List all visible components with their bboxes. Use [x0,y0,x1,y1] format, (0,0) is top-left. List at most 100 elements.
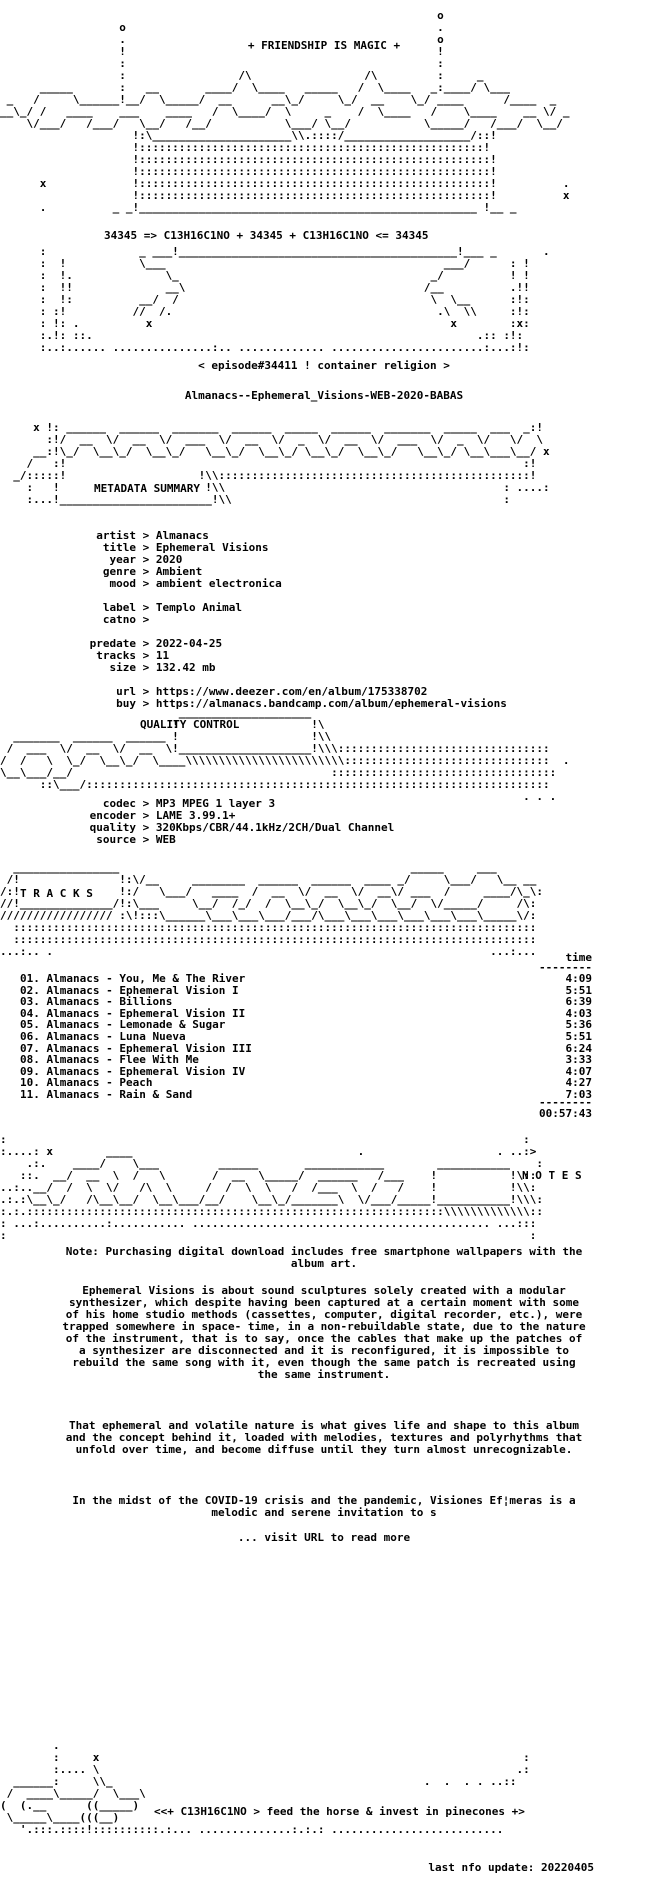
info-separator: > [136,577,156,590]
track-number: 07. [20,1041,40,1055]
info-row: genre > Ambient [0,566,648,578]
track-artist: Almanacs [46,1076,100,1090]
tracks-total-time: 00:57:43 [539,1107,592,1120]
track-title: Billions [119,995,173,1009]
info-key: source [96,833,136,846]
track-time: 3:33 [565,1053,593,1067]
info-row: tracks > 11 [0,650,648,662]
info-separator: > [136,613,156,626]
info-value: 11 [155,649,170,662]
info-value: https://www.deezer.com/en/album/17533870… [155,685,428,698]
track-time: 5:51 [565,983,593,997]
info-key: catno [102,613,136,626]
footer-tagline: <<+ C13H16C1NO > feed the horse & invest… [154,1805,525,1818]
track-title: Ephemeral Vision II [119,1006,246,1020]
track-number: 01. [20,972,40,985]
track-time: 5:51 [565,1030,593,1043]
info-separator: > [136,565,156,578]
episode-line: < episode#34411 ! container religion > [198,359,450,372]
info-row: url > https://www.deezer.com/en/album/17… [0,686,648,698]
footer-ascii-art: . : x : :.... \ .: ______: \\_ [0,1739,530,1836]
track-artist: Almanacs [46,1018,100,1032]
track-artist: Almanacs [46,1006,100,1020]
info-row: year > 2020 [0,554,648,566]
info-row: source > WEB [0,834,648,846]
info-value: Ambient [155,565,203,578]
info-separator: > [136,661,156,674]
info-row: predate > 2022-04-25 [0,638,648,650]
track-separator: - [99,1053,120,1067]
track-time: 4:27 [565,1076,593,1090]
info-value: https://almanacs.bandcamp.com/album/ephe… [155,697,507,710]
info-separator: > [136,821,156,834]
header-formula: 34345 => C13H16C1NO + 34345 + C13H16C1NO… [104,229,429,242]
track-number: 06. [20,1030,40,1043]
notes-ascii-art: : : :....: x ____ . . ..:> .:. ____/ \__… [0,1133,544,1242]
info-separator: > [136,601,156,614]
header-ascii-art: o o . . o ! [0,9,570,214]
track-time: 7:03 [565,1088,593,1101]
notes-purchase: Note: Purchasing digital download includ… [65,1245,583,1270]
info-key: size [109,661,137,674]
track-title: Peach [119,1076,153,1090]
info-value: ambient electronica [155,577,282,590]
info-value: Almanacs [155,529,209,542]
info-row: encoder > LAME 3.99.1+ [0,810,648,822]
info-key: title [102,541,136,554]
track-time: 4:03 [565,1006,593,1020]
notes-paragraph-2: That ephemeral and volatile nature is wh… [65,1419,583,1456]
info-separator: > [136,649,156,662]
track-title: Ephemeral Vision III [119,1041,252,1055]
info-key: label [102,601,136,614]
track-title: Rain & Sand [119,1088,193,1101]
track-separator: - [99,983,120,997]
metadata-ascii-art: x !: ______ ______ _______ ______ _____ … [13,421,550,506]
tracks-header-rule: -------- [539,961,592,974]
info-key: year [109,553,137,566]
track-title: Ephemeral Vision I [119,983,239,997]
track-title: Luna Nueva [119,1030,186,1043]
info-separator: > [136,541,156,554]
release-name: Almanacs--Ephemeral_Visions-WEB-2020-BAB… [184,389,464,402]
quality-section-title: QUALITY CONTROL [140,718,240,731]
info-key: codec [102,797,136,810]
track-number: 08. [20,1053,40,1067]
tracks-total-rule: -------- [539,1096,592,1109]
track-time: 6:24 [565,1041,593,1055]
info-row: artist > Almanacs [0,530,648,542]
info-key: mood [109,577,137,590]
info-key: quality [89,821,136,834]
info-separator: > [136,553,156,566]
track-separator: - [99,1041,120,1055]
info-row: label > Templo Animal [0,602,648,614]
tracks-ascii-art: ________________ _____ ___ /! !:\/__ ___… [0,861,544,958]
notes-section-title: N O T E S [522,1169,582,1182]
footer-update: last nfo update: 20220405 [428,1861,594,1874]
track-separator: - [99,1018,120,1032]
track-artist: Almanacs [46,1030,100,1043]
notes-paragraph-3: In the midst of the COVID-19 crisis and … [72,1494,576,1519]
info-separator: > [136,797,156,810]
info-value: 132.42 mb [155,661,216,674]
track-title: You, Me & The River [119,972,246,985]
info-row: title > Ephemeral Visions [0,542,648,554]
track-artist: Almanacs [46,1053,100,1067]
info-key: url [116,685,136,698]
track-separator: - [99,972,120,985]
info-key: buy [116,697,136,710]
info-value: MP3 MPEG 1 layer 3 [155,797,276,810]
quality-ascii-art: ____________________ ! !\ _______ ______… [0,706,570,803]
track-artist: Almanacs [46,1088,100,1101]
info-row: buy > https://almanacs.bandcamp.com/albu… [0,698,648,710]
info-row: quality > 320Kbps/CBR/44.1kHz/2CH/Dual C… [0,822,648,834]
track-artist: Almanacs [46,972,100,985]
info-row: size > 132.42 mb [0,662,648,674]
info-value: 320Kbps/CBR/44.1kHz/2CH/Dual Channel [155,821,395,834]
track-title: Ephemeral Vision IV [119,1064,246,1078]
